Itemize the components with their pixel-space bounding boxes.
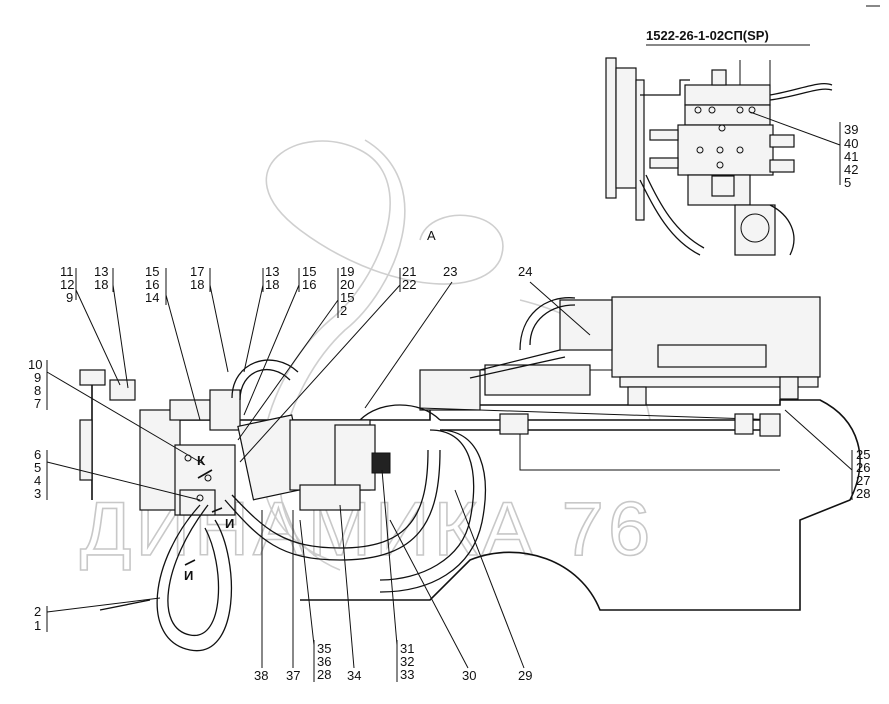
callout-33: 33 (400, 667, 414, 682)
callout-8: 8 (34, 383, 41, 398)
callout-13-a: 13 (94, 264, 108, 279)
callout-25: 25 (856, 447, 870, 462)
callout-40: 40 (844, 136, 858, 151)
callout-1: 1 (34, 618, 41, 633)
callout-39: 39 (844, 122, 858, 137)
callout-15-a: 15 (145, 264, 159, 279)
callout-21: 21 (402, 264, 416, 279)
inset-title: 1522-26-1-02СП(SP) (646, 28, 769, 43)
callout-9-top: 9 (66, 290, 73, 305)
callout-15-c: 15 (340, 290, 354, 305)
view-mark-a: А (427, 228, 436, 243)
callout-15-b: 15 (302, 264, 316, 279)
callout-19: 19 (340, 264, 354, 279)
inset-view: 1522-26-1-02СП(SP) (605, 28, 833, 256)
callout-3: 3 (34, 486, 41, 501)
view-mark-i-2: И (184, 568, 193, 583)
callouts-top: 11 12 9 13 18 15 16 14 17 18 13 18 15 16… (60, 264, 591, 463)
callout-4: 4 (34, 473, 41, 488)
callout-20: 20 (340, 277, 354, 292)
callouts-bottom: 38 37 35 36 28 34 31 32 33 30 29 (254, 469, 532, 683)
callout-5-inset: 5 (844, 175, 851, 190)
callout-36: 36 (317, 654, 331, 669)
callout-2-top: 2 (340, 303, 347, 318)
callout-18-c: 18 (265, 277, 279, 292)
main-assembly (79, 296, 861, 652)
callout-23: 23 (443, 264, 457, 279)
callout-28-right: 28 (856, 486, 870, 501)
callouts-left: 10 9 8 7 6 5 4 3 2 1 (28, 357, 206, 633)
callout-5: 5 (34, 460, 41, 475)
callout-22: 22 (402, 277, 416, 292)
callout-9-left: 9 (34, 370, 41, 385)
inset-callouts: 39 40 41 42 5 (749, 111, 858, 190)
callout-41: 41 (844, 149, 858, 164)
callout-10: 10 (28, 357, 42, 372)
callout-2-left: 2 (34, 604, 41, 619)
callout-31: 31 (400, 641, 414, 656)
callout-35: 35 (317, 641, 331, 656)
view-mark-k: К (197, 453, 205, 468)
callout-27: 27 (856, 473, 870, 488)
callout-7: 7 (34, 396, 41, 411)
callout-28-bottom: 28 (317, 667, 331, 682)
callout-16-b: 16 (302, 277, 316, 292)
callouts-right: 25 26 27 28 (784, 409, 870, 501)
callout-12: 12 (60, 277, 74, 292)
callout-6: 6 (34, 447, 41, 462)
callout-24: 24 (518, 264, 532, 279)
callout-14: 14 (145, 290, 159, 305)
callout-11: 11 (60, 264, 74, 279)
callout-18-a: 18 (94, 277, 108, 292)
callout-26: 26 (856, 460, 870, 475)
callout-38: 38 (254, 668, 268, 683)
callout-34: 34 (347, 668, 361, 683)
callout-29: 29 (518, 668, 532, 683)
callout-18-b: 18 (190, 277, 204, 292)
callout-37: 37 (286, 668, 300, 683)
callout-30: 30 (462, 668, 476, 683)
callout-42: 42 (844, 162, 858, 177)
callout-17: 17 (190, 264, 204, 279)
view-mark-i-1: И (225, 516, 234, 531)
callout-32: 32 (400, 654, 414, 669)
callout-13-b: 13 (265, 264, 279, 279)
callout-16-a: 16 (145, 277, 159, 292)
